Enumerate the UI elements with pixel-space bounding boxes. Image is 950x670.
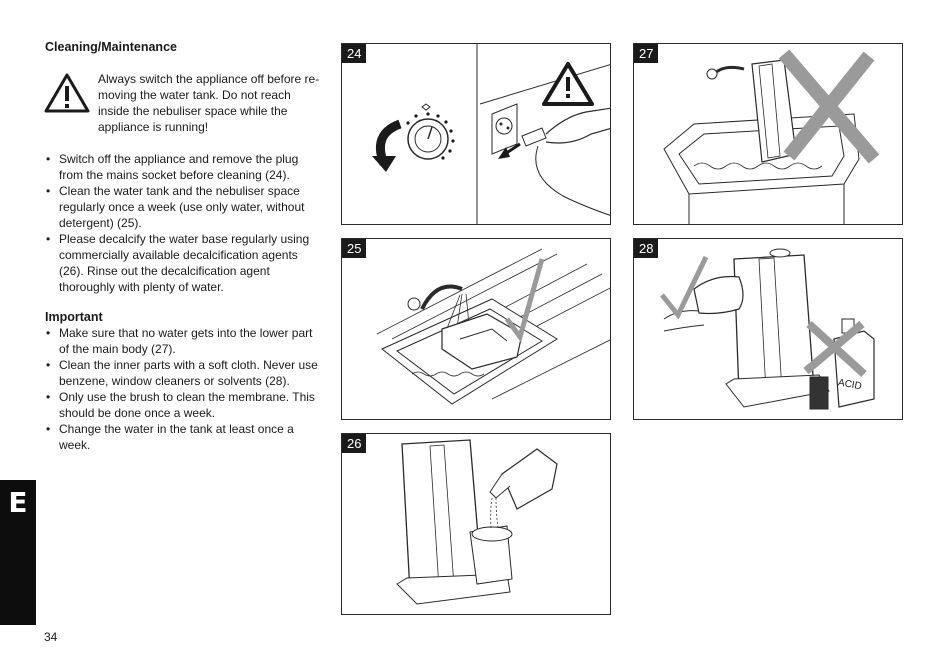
figure-26: 26 [341,433,611,615]
warning-text: Always switch the appliance off before r… [98,72,320,134]
list-item-text: Only use the brush to clean the membrane… [59,390,315,420]
list-item: • Clean the inner parts with a soft cloth… [45,357,320,389]
list-item-text: Make sure that no water gets into the lo… [59,326,313,356]
decalcify-base-illustration [396,439,558,605]
warning-triangle-icon [542,62,594,106]
list-item-text: Clean the water tank and the nebuliser s… [59,184,305,230]
cross-mark-icon [803,320,867,377]
list-item: • Make sure that no water gets into the l… [45,325,320,357]
soft-cloth-no-solvents-illustration: ACID [660,248,875,410]
figure-25: 25 [341,238,611,420]
list-item-text: Switch off the appliance and remove the … [59,152,299,182]
clean-tank-illustration [376,248,610,405]
cross-mark-icon [778,49,880,164]
page-number: 34 [44,630,58,644]
bullet-glyph: • [46,326,51,340]
list-item: • Clean the water tank and the nebuliser … [45,183,320,231]
bullet-glyph: • [46,232,51,246]
language-tab-letter: E [8,486,28,519]
list-item: • Change the water in the tank at least o… [45,421,320,453]
check-mark-icon [504,258,545,343]
list-item: • Please decalcify the water base regular… [45,231,320,295]
important-heading: Important [45,310,103,324]
list-item-text: Change the water in the tank at least on… [59,422,294,452]
acid-label: ACID [837,377,862,392]
figure-24: 24 [341,43,611,225]
bullet-glyph: • [46,152,51,166]
figure-number: 26 [342,434,367,453]
no-water-in-base-illustration [663,49,880,224]
list-item: • Only use the brush to clean the membran… [45,389,320,421]
important-bullet-list: • Make sure that no water gets into the l… [45,325,320,453]
switch-off-unplug-illustration [372,44,610,224]
list-item-text: Clean the inner parts with a soft cloth.… [59,358,318,388]
bullet-glyph: • [46,390,51,404]
figure-number: 24 [342,44,367,63]
section-heading: Cleaning/Maintenance [45,40,177,54]
language-side-tab: E [0,480,36,625]
warning-triangle-icon [44,73,90,113]
list-item-text: Please decalcify the water base regularl… [59,232,310,294]
bullet-glyph: • [46,422,51,436]
figure-27: 27 [633,43,903,225]
cleaning-bullet-list: • Switch off the appliance and remove the… [45,151,320,295]
figure-28: 28 ACID [633,238,903,420]
list-item: • Switch off the appliance and remove the… [45,151,320,183]
bullet-glyph: • [46,358,51,372]
bullet-glyph: • [46,184,51,198]
figure-number: 25 [342,239,367,258]
check-mark-icon [660,255,709,320]
figure-number: 27 [634,44,659,63]
figure-number: 28 [634,239,659,258]
